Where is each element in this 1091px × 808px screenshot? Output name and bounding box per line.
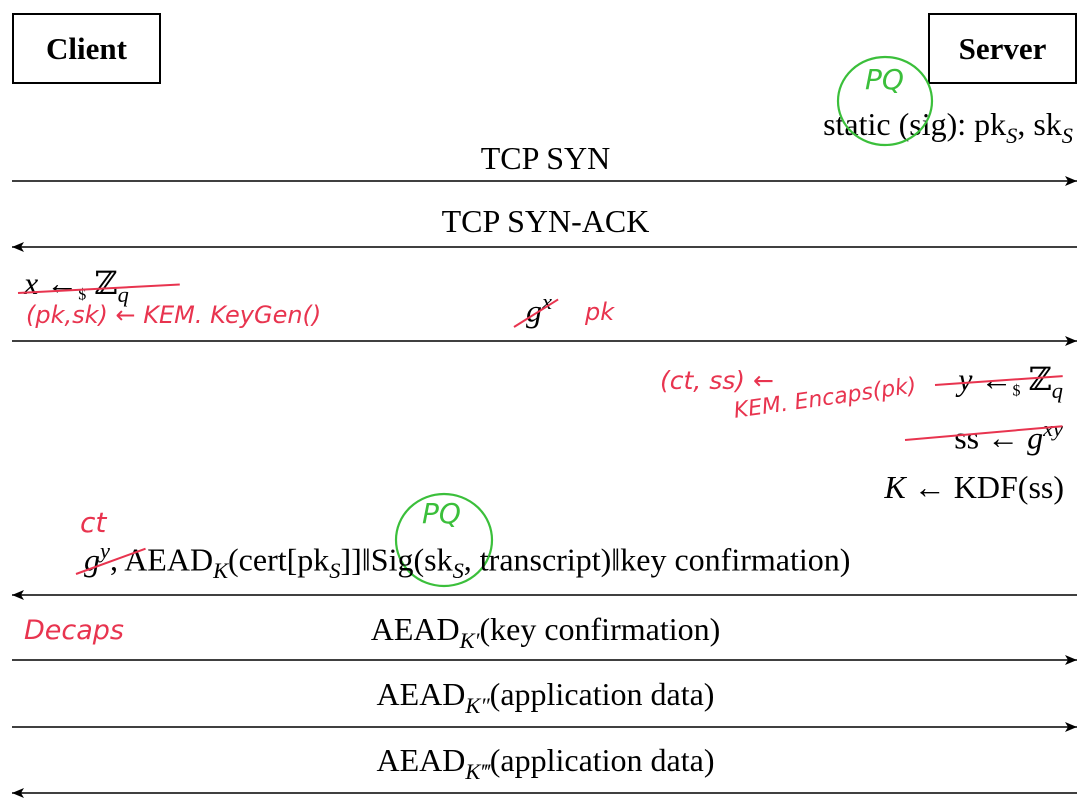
- pq-annotation-top: PQ: [865, 63, 904, 96]
- app-data-arrow-1: [12, 722, 1077, 732]
- pq-circle-top: [836, 55, 934, 147]
- tcp-syn-label: TCP SYN: [480, 140, 611, 176]
- sig-label: (sig): [898, 106, 958, 142]
- app-data-2-label: AEADK‴(application data): [376, 742, 715, 784]
- client-finished-arrow: [12, 655, 1077, 665]
- server-kdf: K ← KDF(ss): [884, 469, 1064, 505]
- client-keyshare-label: gx: [526, 289, 552, 329]
- client-box: Client: [12, 13, 161, 84]
- app-data-1-label: AEADK″(application data): [376, 676, 715, 718]
- server-shared-secret: ss ← gxy: [954, 416, 1063, 456]
- decaps-annotation: Decaps: [24, 615, 124, 646]
- pk-annotation: pk: [585, 298, 615, 326]
- client-dh-keygen: x ←$ ℤq: [24, 265, 129, 307]
- server-flight-label: gy, AEADK(cert[pkS]]‖Sig(skS, transcript…: [84, 538, 851, 584]
- server-box: Server: [928, 13, 1077, 84]
- ct-annotation: ct: [80, 506, 107, 539]
- app-data-arrow-2: [12, 788, 1077, 798]
- tcp-syn-ack-label: TCP SYN-ACK: [441, 203, 650, 239]
- server-flight-arrow: [12, 590, 1077, 600]
- server-dh-keygen: y ←$ ℤq: [958, 361, 1063, 403]
- tcp-syn-ack-arrow: [12, 242, 1077, 252]
- client-label: Client: [46, 30, 127, 66]
- server-label: Server: [958, 30, 1047, 66]
- client-finished-label: AEADK′(key confirmation): [370, 611, 721, 653]
- server-static-keys: static (sig): pkS, skS: [823, 106, 1073, 148]
- pq-circle-mid: [394, 492, 494, 588]
- pq-annotation-mid: PQ: [422, 497, 461, 530]
- keygen-annotation: (pk,sk) ← KEM. KeyGen(): [26, 301, 322, 329]
- tcp-syn-arrow: [12, 176, 1077, 186]
- encaps-annotation-line1: (ct, ss) ←: [660, 366, 774, 395]
- client-keyshare-arrow: [12, 336, 1077, 346]
